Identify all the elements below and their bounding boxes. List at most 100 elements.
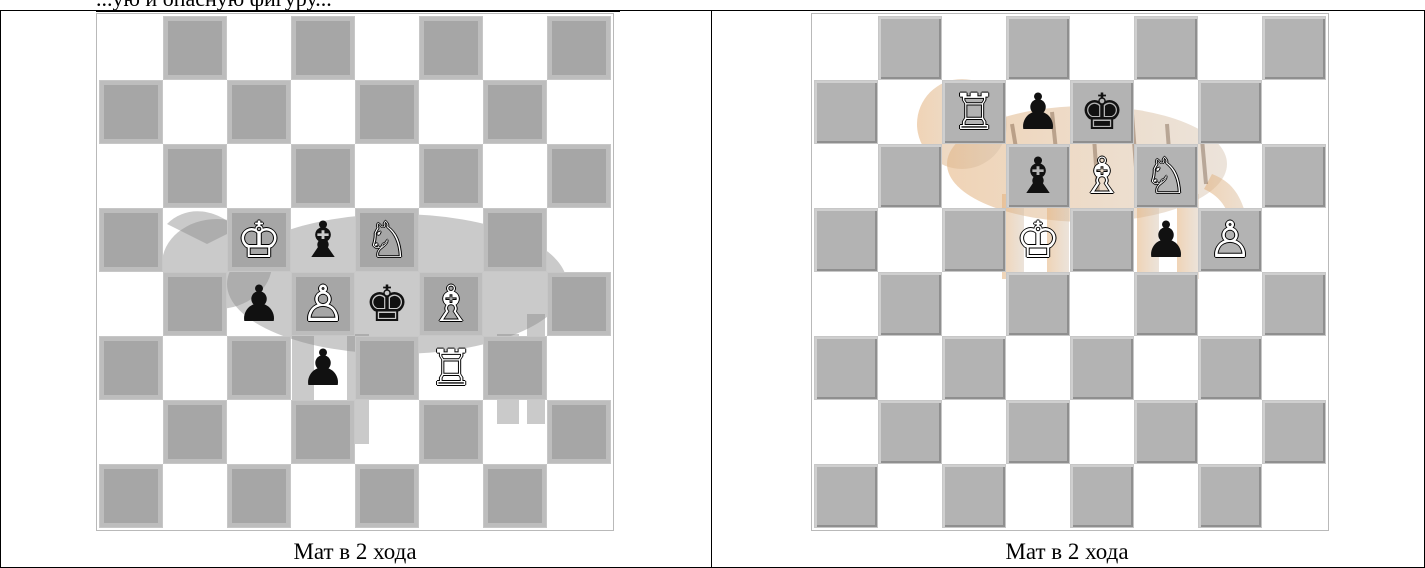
square-c3 xyxy=(227,336,291,400)
square-g8 xyxy=(483,16,547,80)
square-c1 xyxy=(227,464,291,528)
square-g1 xyxy=(1198,464,1262,528)
square-e8 xyxy=(355,16,419,80)
square-h6 xyxy=(547,144,611,208)
square-h7 xyxy=(1262,80,1326,144)
square-d2 xyxy=(1006,400,1070,464)
square-e1 xyxy=(1070,464,1134,528)
square-b8 xyxy=(163,16,227,80)
square-h4 xyxy=(547,272,611,336)
square-f1 xyxy=(1134,464,1198,528)
square-h1 xyxy=(547,464,611,528)
white-rook-piece-c7: ♖ xyxy=(942,80,1006,144)
square-e8 xyxy=(1070,16,1134,80)
square-d8 xyxy=(291,16,355,80)
square-a6 xyxy=(814,144,878,208)
square-a7 xyxy=(814,80,878,144)
square-h8 xyxy=(1262,16,1326,80)
square-b1 xyxy=(878,464,942,528)
square-h3 xyxy=(1262,336,1326,400)
black-pawn-piece-c4: ♟ xyxy=(227,272,291,336)
square-c4 xyxy=(942,272,1006,336)
square-a3 xyxy=(814,336,878,400)
square-g4 xyxy=(483,272,547,336)
square-e2 xyxy=(355,400,419,464)
black-bishop-piece-d5: ♝ xyxy=(291,208,355,272)
white-bishop-piece-e6: ♗ xyxy=(1070,144,1134,208)
square-b5 xyxy=(163,208,227,272)
table-divider xyxy=(711,10,712,568)
square-g7 xyxy=(483,80,547,144)
square-b7 xyxy=(878,80,942,144)
square-h1 xyxy=(1262,464,1326,528)
square-e5 xyxy=(1070,208,1134,272)
chess-board-right: ♖♟♚♝♗♘♔♟♙ xyxy=(811,13,1329,531)
black-pawn-piece-d3: ♟ xyxy=(291,336,355,400)
square-h6 xyxy=(1262,144,1326,208)
square-h2 xyxy=(1262,400,1326,464)
square-a4 xyxy=(99,272,163,336)
square-a8 xyxy=(814,16,878,80)
white-rook-piece-f3: ♖ xyxy=(419,336,483,400)
white-king-piece-d5: ♔ xyxy=(1006,208,1070,272)
square-g6 xyxy=(483,144,547,208)
square-c2 xyxy=(942,400,1006,464)
square-c7 xyxy=(227,80,291,144)
white-bishop-piece-f4: ♗ xyxy=(419,272,483,336)
black-bishop-piece-d6: ♝ xyxy=(1006,144,1070,208)
square-c8 xyxy=(942,16,1006,80)
square-e6 xyxy=(355,144,419,208)
square-d7 xyxy=(291,80,355,144)
square-d3 xyxy=(1006,336,1070,400)
square-f4 xyxy=(1134,272,1198,336)
square-f7 xyxy=(419,80,483,144)
square-g6 xyxy=(1198,144,1262,208)
square-c5 xyxy=(942,208,1006,272)
square-e3 xyxy=(355,336,419,400)
square-a7 xyxy=(99,80,163,144)
square-e3 xyxy=(1070,336,1134,400)
chess-board-left: ♔♝♘♟♙♚♗♟♖ xyxy=(96,13,614,531)
square-h8 xyxy=(547,16,611,80)
square-h5 xyxy=(1262,208,1326,272)
square-f3 xyxy=(1134,336,1198,400)
square-h3 xyxy=(547,336,611,400)
square-b2 xyxy=(878,400,942,464)
square-a1 xyxy=(814,464,878,528)
square-b5 xyxy=(878,208,942,272)
square-c6 xyxy=(227,144,291,208)
square-h7 xyxy=(547,80,611,144)
square-d8 xyxy=(1006,16,1070,80)
black-king-piece-e4: ♚ xyxy=(355,272,419,336)
black-pawn-piece-f5: ♟ xyxy=(1134,208,1198,272)
square-b4 xyxy=(878,272,942,336)
square-a8 xyxy=(99,16,163,80)
square-e7 xyxy=(355,80,419,144)
square-f5 xyxy=(419,208,483,272)
caption-left: Мат в 2 хода xyxy=(0,536,710,568)
square-g4 xyxy=(1198,272,1262,336)
square-a5 xyxy=(814,208,878,272)
square-c3 xyxy=(942,336,1006,400)
square-f7 xyxy=(1134,80,1198,144)
square-b4 xyxy=(163,272,227,336)
square-h2 xyxy=(547,400,611,464)
square-g3 xyxy=(483,336,547,400)
square-f2 xyxy=(1134,400,1198,464)
square-g1 xyxy=(483,464,547,528)
caption-right: Мат в 2 хода xyxy=(712,536,1422,568)
square-b3 xyxy=(163,336,227,400)
square-a4 xyxy=(814,272,878,336)
square-c2 xyxy=(227,400,291,464)
square-a3 xyxy=(99,336,163,400)
square-f6 xyxy=(419,144,483,208)
square-e2 xyxy=(1070,400,1134,464)
square-f8 xyxy=(419,16,483,80)
square-g3 xyxy=(1198,336,1262,400)
square-a2 xyxy=(99,400,163,464)
square-g2 xyxy=(1198,400,1262,464)
square-e4 xyxy=(1070,272,1134,336)
white-pawn-piece-d4: ♙ xyxy=(291,272,355,336)
square-d4 xyxy=(1006,272,1070,336)
white-knight-piece-f6: ♘ xyxy=(1134,144,1198,208)
